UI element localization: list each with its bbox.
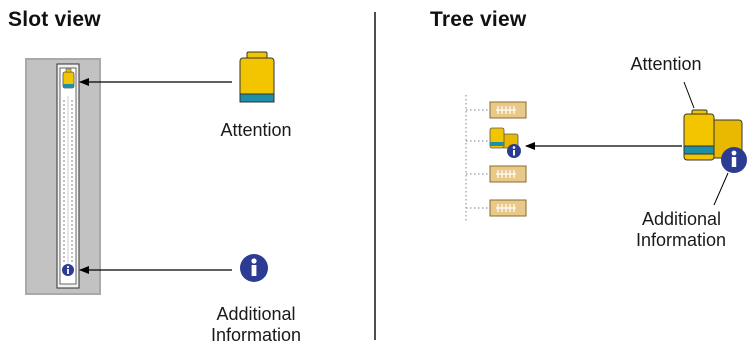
tree-status-icon[interactable] <box>489 127 521 158</box>
info-icon <box>240 254 268 282</box>
slot-info-label-line1: Additional <box>216 304 296 324</box>
module-card-icon[interactable] <box>489 199 527 217</box>
tree-attention-label: Attention <box>630 54 702 74</box>
slot-panel <box>25 58 101 295</box>
tree-attention-leader <box>683 81 695 109</box>
tree-view-title: Tree view <box>430 8 527 31</box>
slot-info-icon[interactable] <box>62 264 74 276</box>
tree-info-label-line1: Additional <box>642 209 722 229</box>
module-card-icon[interactable] <box>489 101 527 119</box>
slot-info-label-line2: Information <box>210 325 302 345</box>
attention-icon <box>239 51 275 103</box>
module-card-icon[interactable] <box>489 165 527 183</box>
tree-info-label-line2: Information <box>636 230 727 250</box>
slot-attention-icon[interactable] <box>62 68 75 89</box>
slot-view-title: Slot view <box>8 8 101 31</box>
tree-lines <box>465 95 488 222</box>
combined-status-icon <box>683 109 747 173</box>
tree-info-leader <box>713 172 729 206</box>
slot-attention-label: Attention <box>220 120 292 140</box>
